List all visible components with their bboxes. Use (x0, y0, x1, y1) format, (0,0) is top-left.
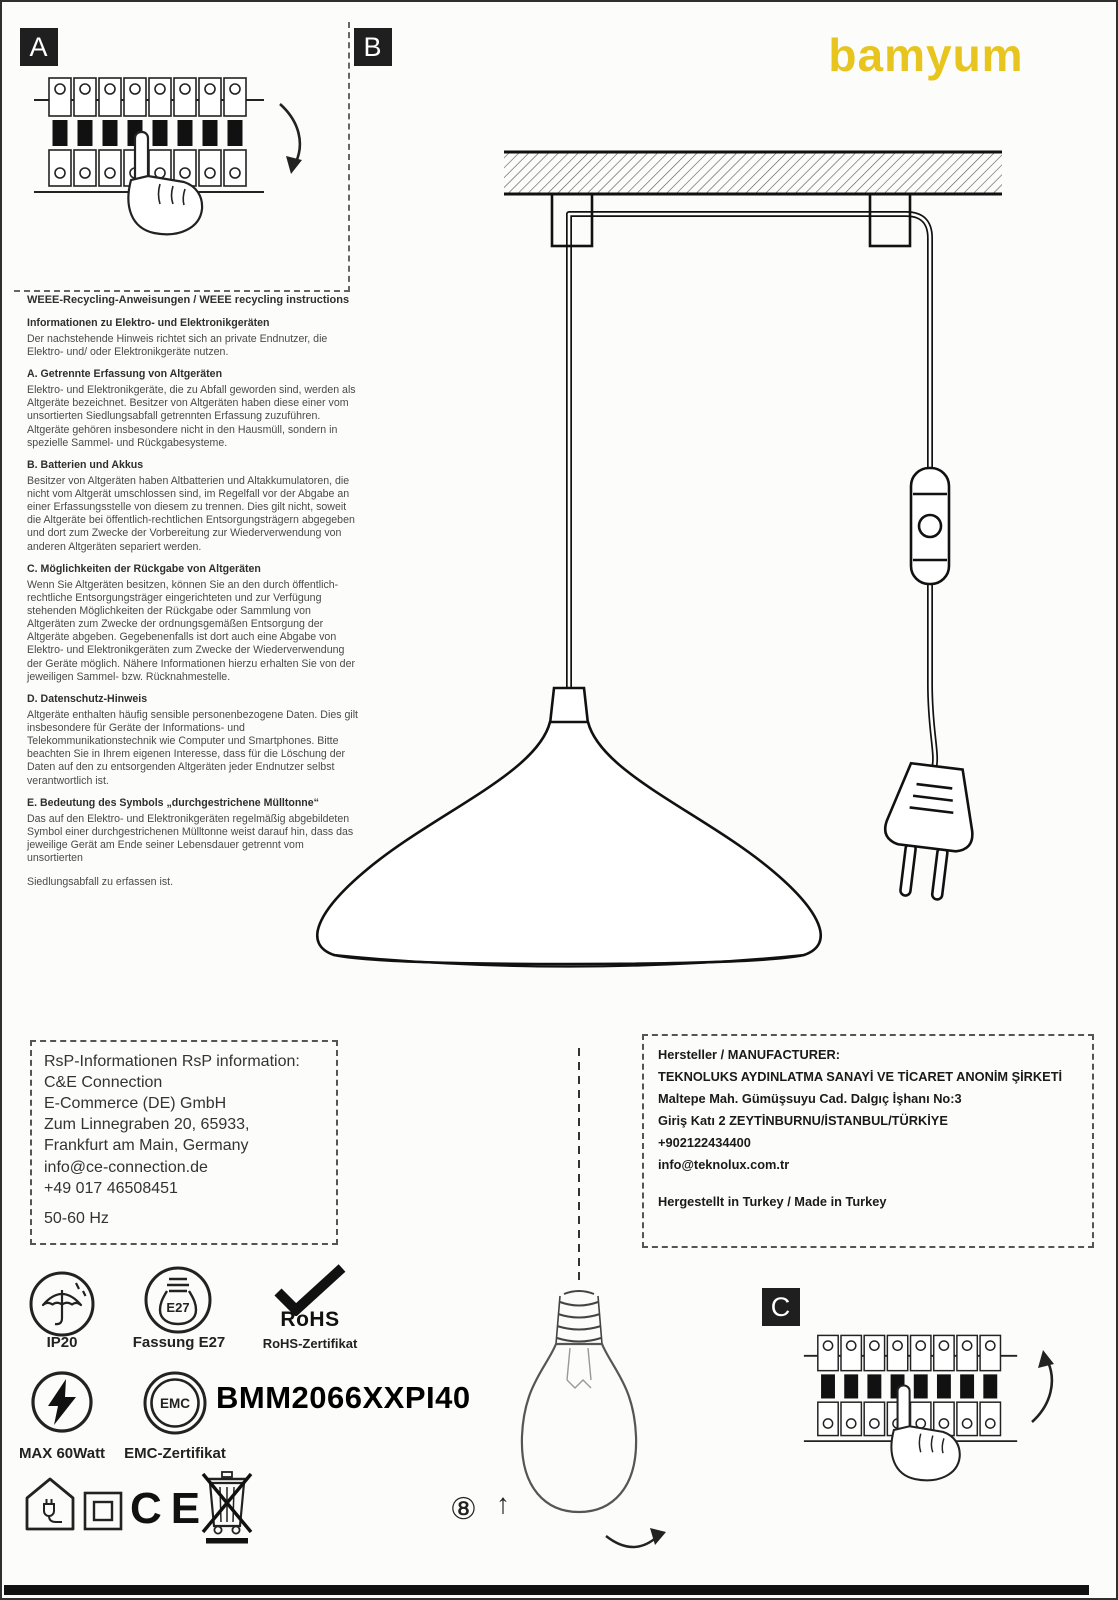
model-number: BMM2066XXPI40 (216, 1380, 471, 1415)
weee-heading-e: E. Bedeutung des Symbols „durchgestriche… (27, 796, 319, 809)
lightning-icon (31, 1371, 93, 1433)
lamp-shade (316, 686, 822, 968)
rsp-line: Zum Linnegraben 20, 65933, (44, 1116, 250, 1134)
double-insulation-icon (83, 1491, 123, 1531)
section-label-b: B (354, 28, 392, 66)
weee-subtitle: Informationen zu Elektro- und Elektronik… (27, 316, 270, 329)
arrow-up-curved-icon (1031, 1350, 1054, 1423)
emc-icon: EMC (143, 1371, 207, 1435)
manufacturer-title: Hersteller / MANUFACTURER: (658, 1047, 841, 1062)
arrow-down-icon (279, 103, 302, 174)
pointing-hand-icon (127, 130, 204, 236)
weee-body-b: Besitzer von Altgeräten haben Altbatteri… (27, 474, 355, 553)
pointing-hand-icon (890, 1384, 961, 1482)
eu-plug (883, 761, 974, 901)
manufacturer-box: Hersteller / MANUFACTURER: TEKNOLUKS AYD… (642, 1034, 1094, 1248)
e27-text: E27 (166, 1300, 189, 1315)
weee-instructions: WEEE-Recycling-Anweisungen / WEEE recycl… (27, 294, 361, 889)
weee-intro: Der nachstehende Hinweis richtet sich an… (27, 332, 328, 358)
emc-cert-label: EMC-Zertifikat (124, 1445, 226, 1462)
weee-body-e: Das auf den Elektro- und Elektronikgerät… (27, 812, 354, 865)
weee-heading-a: A. Getrennte Erfassung von Altgeräten (27, 368, 223, 380)
ceiling-hook-right (868, 192, 912, 248)
weee-body-d: Altgeräte enthalten häufig sensible pers… (27, 708, 358, 787)
manufacturer-line: TEKNOLUKS AYDINLATMA SANAYİ VE TİCARET A… (658, 1069, 1063, 1084)
rsp-title: RsP-Informationen RsP information: (44, 1053, 300, 1070)
inline-switch (909, 466, 951, 586)
rohs-check-icon (274, 1264, 346, 1316)
ip20-umbrella-icon (29, 1271, 95, 1337)
weee-heading-b: B. Batterien und Akkus (27, 458, 144, 471)
rotate-arrow-icon (605, 1535, 659, 1549)
weee-heading-c: C. Möglichkeiten der Rückgabe von Altger… (27, 562, 261, 575)
weee-heading-d: D. Datenschutz-Hinweis (27, 692, 148, 705)
weee-footer: Siedlungsabfall zu erfassen ist. (27, 876, 174, 889)
indoor-use-house-icon (25, 1477, 75, 1531)
brand-logo: bamyum (828, 29, 1024, 81)
made-in-line: Hergestellt in Turkey / Made in Turkey (658, 1194, 887, 1209)
rsp-line: +49 017 46508451 (44, 1179, 178, 1197)
fassung-e27-label: Fassung E27 (132, 1334, 226, 1351)
breaker-panel-illustration-a (34, 77, 264, 236)
rsp-frequency: 50-60 Hz (44, 1209, 109, 1227)
power-cord (566, 211, 938, 774)
breaker-panel-illustration-c (803, 1334, 1018, 1482)
weee-title: WEEE-Recycling-Anweisungen / WEEE recycl… (27, 294, 350, 306)
ip20-label: IP20 (46, 1334, 78, 1351)
rsp-line: E-Commerce (DE) GmbH (44, 1095, 227, 1113)
rsp-line: Frankfurt am Main, Germany (44, 1137, 249, 1155)
ceiling-hook-left (550, 192, 594, 248)
manufacturer-line: Giriş Katı 2 ZEYTİNBURNU/İSTANBUL/TÜRKİY… (658, 1113, 948, 1128)
weee-crossed-bin-icon (201, 1471, 253, 1544)
section-a-frame (14, 22, 350, 292)
manufacturer-line: Maltepe Mah. Gümüşsuyu Cad. Dalgıç İşhan… (658, 1091, 962, 1106)
rsp-info-box: RsP-Informationen RsP information: C&E C… (30, 1040, 338, 1245)
weee-body-c: Wenn Sie Altgeräten besitzen, können Sie… (27, 578, 355, 683)
bulb-illustration (520, 1048, 666, 1549)
rohs-label: RoHS (280, 1308, 340, 1331)
rohs-cert-label: RoHS-Zertifikat (262, 1336, 358, 1351)
bottom-bar (4, 1585, 1089, 1595)
emc-text: EMC (160, 1396, 190, 1411)
pendant-lamp-illustration (316, 150, 1002, 968)
section-label-c: C (762, 1288, 800, 1326)
weee-body-a: Elektro- und Elektronikgeräte, die zu Ab… (27, 384, 356, 449)
section-label-a: A (20, 28, 58, 66)
rsp-line: C&E Connection (44, 1074, 163, 1092)
ceiling (504, 152, 1002, 194)
rsp-line: info@ce-connection.de (44, 1158, 208, 1176)
arrow-up-icon: ↑ (496, 1488, 510, 1519)
manufacturer-line: +902122434400 (658, 1135, 751, 1150)
max-watt-label: MAX 60Watt (18, 1445, 106, 1462)
e27-socket-icon: E27 (144, 1266, 212, 1334)
manufacturer-line: info@teknolux.com.tr (658, 1157, 790, 1172)
ce-mark: CE (130, 1484, 210, 1533)
step-number: ⑧ (450, 1493, 477, 1526)
